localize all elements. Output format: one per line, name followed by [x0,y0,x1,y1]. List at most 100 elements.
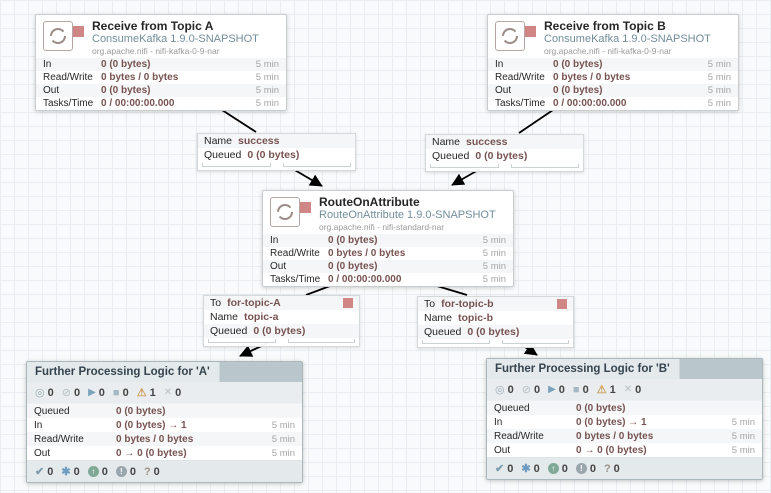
processor-title: Receive from Topic A [92,19,214,33]
stat-label: Tasks/Time [270,274,321,285]
processor-receive-from-topic-a[interactable]: Receive from Topic A ConsumeKafka 1.9.0-… [35,14,287,111]
stopped-state-icon [525,26,536,37]
backpressure-size-bar [287,339,355,343]
process-group-version-icons: ✔ 0 ✱ 0 ↑ 0 ! 0 ? 0 [487,457,762,479]
connection-line-route-to-topic-a-label[interactable] [305,285,331,296]
stat-window: 5 min [271,419,295,431]
stat-window: 5 min [255,85,279,96]
up-to-date-count: 0 [507,462,514,475]
stat-row-in: In 0 (0 bytes) → 1 5 min [27,418,302,432]
stat-row-in: In 0 (0 bytes) 5 min [488,58,738,71]
stat-value: 0 (0 bytes) [328,261,378,272]
stat-value: 0 → 0 (0 bytes) [576,444,647,456]
stat-value: 0 → 0 (0 bytes) [116,447,187,459]
stat-row-queued: Queued 0 (0 bytes) [27,404,302,418]
connection-line-topic-a-to-label[interactable] [221,109,257,133]
stat-label: In [34,419,43,431]
connection-queued-row: Queued 0 (0 bytes) [198,148,355,162]
stopped-icon: ■ [572,383,580,396]
disabled-count: 0 [635,383,642,396]
stale-count: 0 [561,462,568,475]
backpressure-count-bar [202,163,271,167]
locally-modified-and-stale-count: 0 [129,465,136,478]
to-value: for-topic-b [441,298,494,310]
queued-key: Queued [424,326,462,338]
locally-modified-icon: ✱ [521,463,531,475]
processor-header: Receive from Topic A ConsumeKafka 1.9.0-… [36,15,286,58]
stat-window: 5 min [255,59,279,70]
processor-receive-from-topic-b[interactable]: Receive from Topic B ConsumeKafka 1.9.0-… [487,14,739,111]
stat-label: Tasks/Time [495,98,546,109]
process-group-status-icons: ◎ 0 ⊘ 0 ▶ 0 ■ 0 ⚠ 1 ✕ 0 [27,382,302,404]
stat-value: 0 / 00:00:00.000 [553,98,627,109]
locally-modified-icon: ✱ [61,466,71,478]
stat-label: In [270,235,279,246]
invalid-icon: ⚠ [596,384,607,396]
locally-modified-and-stale-icon: ! [115,466,127,477]
sync-failure-count: 0 [613,462,620,475]
connection-label-success-b[interactable]: Name success Queued 0 (0 bytes) [425,134,584,172]
queued-key: Queued [204,149,242,161]
processor-route-on-attribute[interactable]: RouteOnAttribute RouteOnAttribute 1.9.0-… [262,190,514,287]
to-key: To [424,298,436,310]
stat-value: 0 bytes / 0 bytes [116,433,194,445]
locally-modified-count: 0 [533,462,540,475]
stat-window: 5 min [731,444,755,456]
stat-row-read-write: Read/Write 0 bytes / 0 bytes 5 min [36,71,286,84]
invalid-count: 1 [609,383,616,396]
queued-value: 0 (0 bytes) [475,150,528,162]
stopped-count: 0 [582,383,589,396]
name-value: topic-b [458,312,494,324]
connection-line-topic-b-to-label[interactable] [518,109,554,134]
connection-label-success-a[interactable]: Name success Queued 0 (0 bytes) [197,133,356,171]
processor-title: RouteOnAttribute [319,195,420,209]
sync-failure-count: 0 [153,465,160,478]
stopped-count: 0 [122,386,129,399]
stopped-state-icon [557,299,567,309]
stat-window: 5 min [731,416,755,428]
stat-value: 0 (0 bytes) [101,85,151,96]
connection-line-route-to-topic-b-label[interactable] [436,285,468,296]
process-group-a[interactable]: Further Processing Logic for 'A' ◎ 0 ⊘ 0… [26,361,303,483]
backpressure-size-bar [282,163,351,167]
up-to-date-icon: ✔ [495,463,505,475]
stat-value: 0 (0 bytes) [553,59,603,70]
stat-label: Queued [34,405,70,417]
stat-row-out: Out 0 (0 bytes) 5 min [488,84,738,97]
invalid-count: 1 [149,386,156,399]
running-icon: ▶ [88,387,96,398]
connection-label-topic-b[interactable]: To for-topic-b Name topic-b Queued 0 (0 … [417,296,574,348]
connection-queued-row: Queued 0 (0 bytes) [426,149,583,163]
backpressure-count-bar [422,340,490,344]
connection-label-topic-a[interactable]: To for-topic-A Name topic-a Queued 0 (0 … [203,295,360,347]
stat-row-out: Out 0 → 0 (0 bytes) 5 min [27,446,302,460]
stat-label: Read/Write [495,72,545,83]
stopped-state-icon [300,202,311,213]
up-to-date-count: 0 [47,465,54,478]
stat-label: Read/Write [34,433,84,445]
not-transmitting-icon: ⊘ [61,387,71,399]
stat-window: 5 min [482,261,506,272]
connection-line-label-to-route-left[interactable] [292,168,323,187]
stat-row-tasks-time: Tasks/Time 0 / 00:00:00.000 5 min [36,97,286,110]
stat-label: Read/Write [494,430,544,442]
processor-bundle: org.apache.nifi - nifi-standard-nar [319,222,445,232]
stat-value: 0 (0 bytes) [553,85,603,96]
backpressure-bars [204,338,359,346]
process-group-stats: Queued 0 (0 bytes) In 0 (0 bytes) → 1 5 … [487,401,762,457]
process-group-b[interactable]: Further Processing Logic for 'B' ◎ 0 ⊘ 0… [486,358,763,480]
locally-modified-and-stale-icon: ! [575,463,587,474]
queued-key: Queued [210,325,248,337]
name-key: Name [210,311,239,323]
not-transmitting-icon: ⊘ [521,384,531,396]
stat-row-read-write: Read/Write 0 bytes / 0 bytes 5 min [487,429,762,443]
processor-title: Receive from Topic B [544,19,666,33]
running-count: 0 [558,383,565,396]
stat-row-in: In 0 (0 bytes) 5 min [36,58,286,71]
stat-value: 0 bytes / 0 bytes [101,72,179,83]
locally-modified-and-stale-count: 0 [589,462,596,475]
process-group-title: Further Processing Logic for 'B' [487,359,762,379]
name-value: success [238,135,280,147]
stat-label: Out [495,85,512,96]
